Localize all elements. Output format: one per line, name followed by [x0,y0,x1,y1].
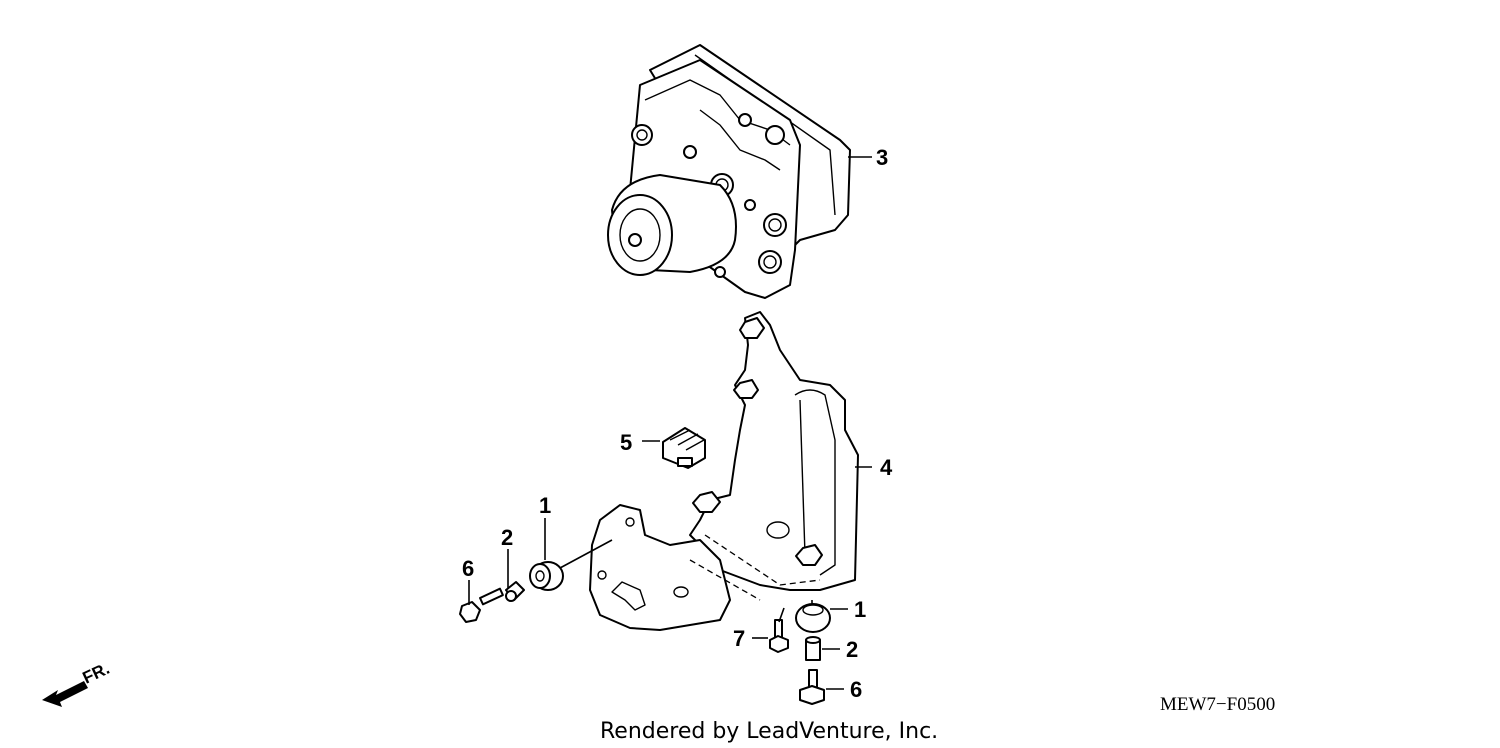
callout-5: 5 [620,430,632,455]
bolt-right [799,669,825,705]
connector-clip [662,427,706,469]
callout-1-right: 1 [854,597,866,622]
collar-left [505,581,525,602]
front-arrow-icon [42,681,88,707]
rubber-mount-right [795,603,831,633]
callout-3: 3 [876,145,888,170]
diagram-code: MEW7−F0500 [1160,694,1275,715]
callout-2-left: 2 [501,525,513,550]
bolt-left [459,587,504,623]
callout-1-left: 1 [539,493,551,518]
callout-6-right: 6 [850,677,862,702]
collar-right [805,636,821,661]
screw [769,619,789,653]
abs-modulator-unit [607,44,851,299]
callout-7: 7 [733,626,745,651]
callout-2-right: 2 [846,637,858,662]
credit-text: Rendered by LeadVenture, Inc. [600,719,938,744]
rubber-mount-left [529,561,564,591]
callout-6-left: 6 [462,556,474,581]
mounting-bracket [589,311,859,631]
callout-4: 4 [880,455,893,480]
